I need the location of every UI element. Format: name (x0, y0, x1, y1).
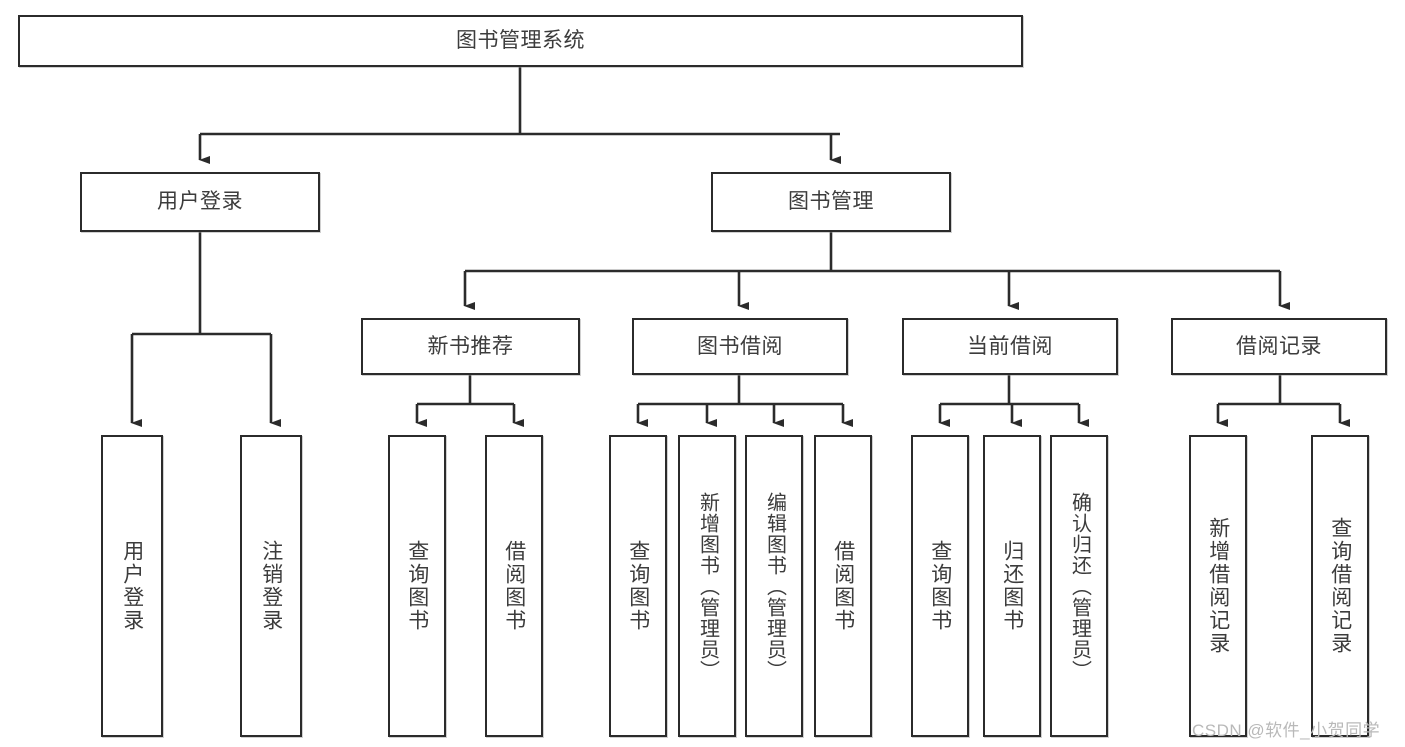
leaf-add-book-admin[interactable]: 新增图书（管理员） (678, 435, 736, 737)
leaf-add-borrow-record-label: 新增借阅记录 (1206, 517, 1230, 655)
leaf-logout[interactable]: 注销登录 (240, 435, 302, 737)
node-book-borrow-label: 图书借阅 (697, 334, 783, 358)
leaf-query-books-current[interactable]: 查询图书 (911, 435, 969, 737)
node-root[interactable]: 图书管理系统 (18, 15, 1023, 67)
leaf-query-borrow-record-label: 查询借阅记录 (1328, 517, 1352, 655)
node-book-borrow[interactable]: 图书借阅 (632, 318, 848, 375)
leaf-add-book-admin-label: 新增图书（管理员） (696, 491, 719, 681)
leaf-edit-book-admin-label: 编辑图书（管理员） (763, 491, 786, 681)
leaf-lend-book[interactable]: 借阅图书 (814, 435, 872, 737)
leaf-query-books-borrow[interactable]: 查询图书 (609, 435, 667, 737)
watermark: CSDN @软件_小贺同学 (1192, 721, 1381, 740)
node-borrow-records-label: 借阅记录 (1236, 334, 1322, 358)
leaf-query-borrow-record[interactable]: 查询借阅记录 (1311, 435, 1369, 737)
leaf-borrow-books-recommend-label: 借阅图书 (502, 540, 526, 632)
leaf-query-books-current-label: 查询图书 (928, 540, 952, 632)
leaf-return-book[interactable]: 归还图书 (983, 435, 1041, 737)
leaf-confirm-return-admin[interactable]: 确认归还（管理员） (1050, 435, 1108, 737)
node-current-borrow[interactable]: 当前借阅 (902, 318, 1118, 375)
node-book-management-label: 图书管理 (788, 190, 874, 214)
node-user-login[interactable]: 用户登录 (80, 172, 320, 232)
leaf-edit-book-admin[interactable]: 编辑图书（管理员） (745, 435, 803, 737)
node-user-login-label: 用户登录 (157, 190, 243, 214)
leaf-user-login-label: 用户登录 (120, 540, 144, 632)
node-current-borrow-label: 当前借阅 (967, 334, 1053, 358)
leaf-query-books-borrow-label: 查询图书 (626, 540, 650, 632)
leaf-user-login[interactable]: 用户登录 (101, 435, 163, 737)
node-borrow-records[interactable]: 借阅记录 (1171, 318, 1387, 375)
leaf-query-books-recommend-label: 查询图书 (405, 540, 429, 632)
leaf-borrow-books-recommend[interactable]: 借阅图书 (485, 435, 543, 737)
node-book-management[interactable]: 图书管理 (711, 172, 951, 232)
leaf-return-book-label: 归还图书 (1000, 540, 1024, 632)
leaf-logout-label: 注销登录 (259, 540, 283, 632)
leaf-lend-book-label: 借阅图书 (831, 540, 855, 632)
node-new-book-recommend[interactable]: 新书推荐 (361, 318, 580, 375)
node-new-book-recommend-label: 新书推荐 (427, 334, 514, 358)
node-root-label: 图书管理系统 (456, 29, 585, 53)
leaf-confirm-return-admin-label: 确认归还（管理员） (1068, 491, 1091, 681)
leaf-query-books-recommend[interactable]: 查询图书 (388, 435, 446, 737)
leaf-add-borrow-record[interactable]: 新增借阅记录 (1189, 435, 1247, 737)
